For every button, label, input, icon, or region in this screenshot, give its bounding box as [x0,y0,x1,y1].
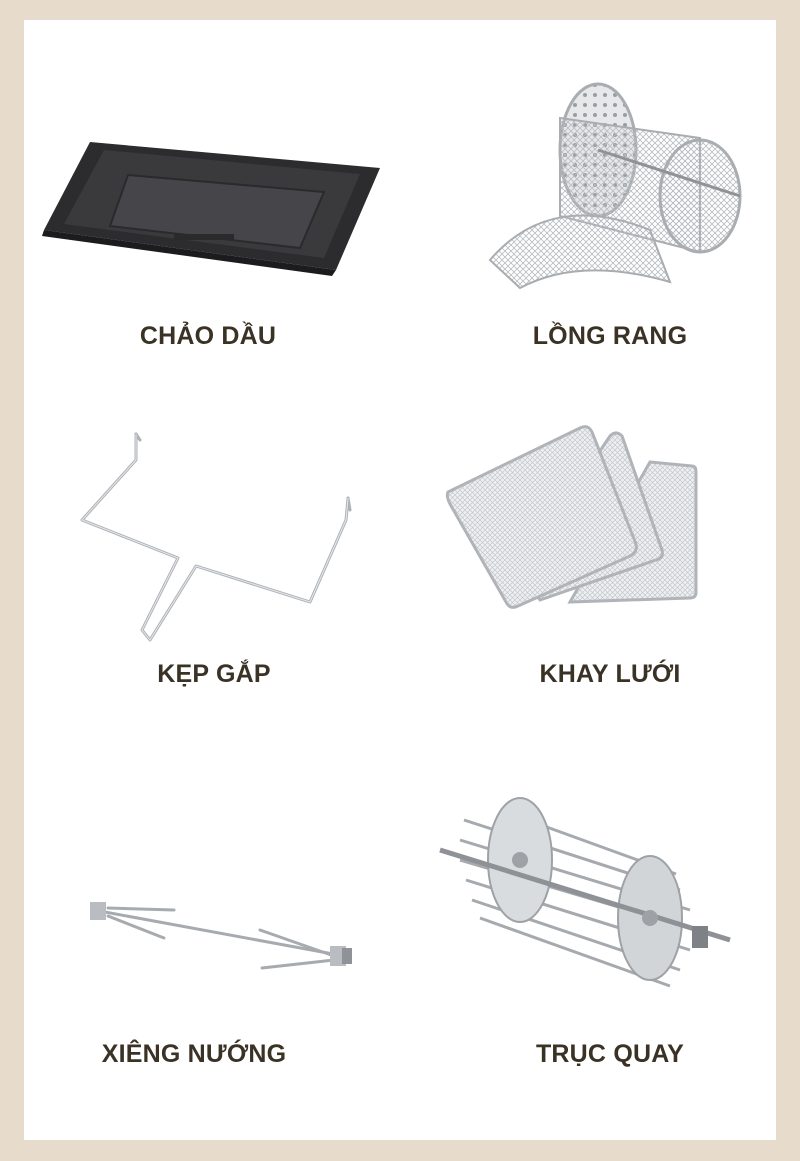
skewer-icon [90,902,352,970]
tong-clip-icon [80,432,352,642]
accessory-tong-clip: KẸP GẮP [24,380,400,740]
mesh-tray-icon [445,425,698,609]
accessory-oil-tray: CHẢO DẦU [24,20,400,380]
accessory-label: CHẢO DẦU [139,322,277,350]
accessory-roasting-cage: LỒNG RANG [400,20,776,380]
accessory-label: TRỤC QUAY [535,1040,685,1068]
accessory-skewer: XIÊNG NƯỚNG [24,740,400,1140]
accessory-label: KẸP GẮP [157,660,271,688]
roasting-cage-icon [488,82,742,290]
oil-tray-icon [42,142,380,276]
accessory-mesh-tray: KHAY LƯỚI [400,380,776,740]
rotisserie-icon [439,797,731,988]
accessory-rotisserie: TRỤC QUAY [400,740,776,1140]
accessories-card: CHẢO DẦU LỒNG RANG [24,20,776,1140]
accessory-label: XIÊNG NƯỚNG [101,1040,287,1068]
accessory-label: KHAY LƯỚI [539,660,681,688]
accessory-label: LỒNG RANG [532,322,688,350]
